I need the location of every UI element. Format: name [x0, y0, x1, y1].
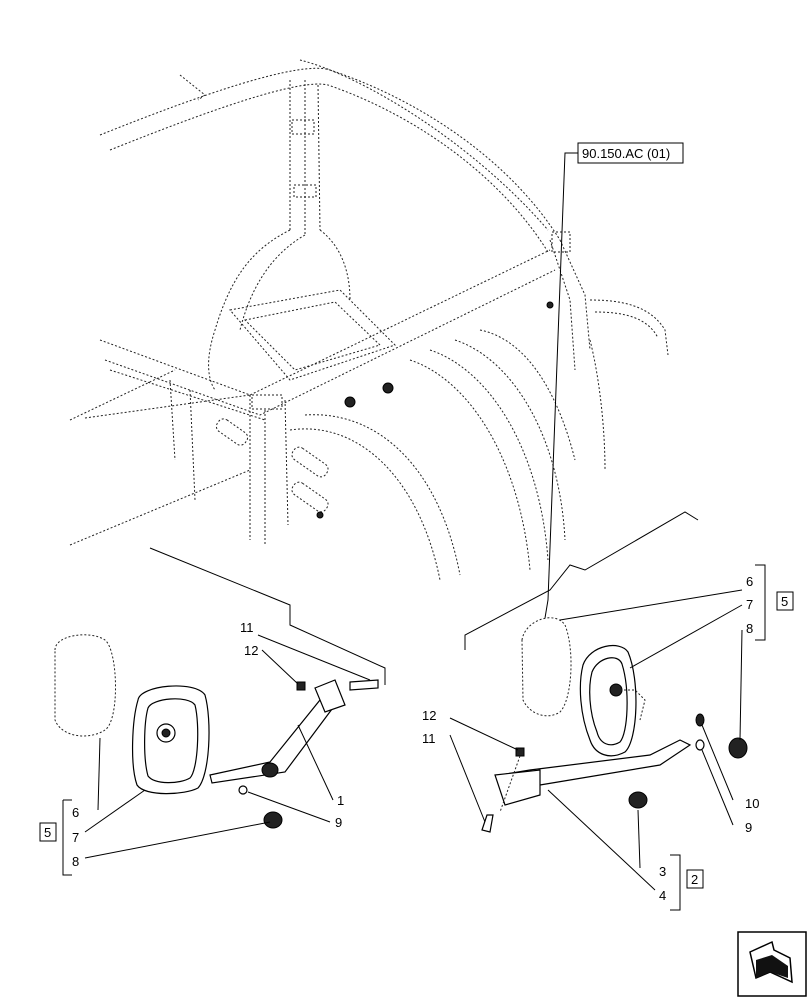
callout-7-right: 7	[746, 597, 753, 612]
right-bolt	[481, 814, 494, 833]
callout-5-right: 5	[781, 594, 788, 609]
callout-3: 3	[659, 864, 666, 879]
right-washer	[695, 739, 705, 751]
boxed-callouts: 5 5 2	[39, 591, 794, 889]
right-knob-3	[628, 791, 648, 809]
reference-box: 90.150.AC (01)	[577, 142, 684, 164]
callout-2: 2	[691, 872, 698, 887]
callout-5-left: 5	[44, 825, 51, 840]
callout-11-right: 11	[422, 731, 436, 746]
callout-8-left: 8	[72, 854, 79, 869]
callout-1: 1	[337, 793, 344, 808]
callout-8-right: 8	[746, 621, 753, 636]
break-lines	[149, 511, 699, 685]
callouts: 1 11 12 9 6 7 8 12 11 6 7 8 10 9 3 4	[72, 574, 759, 903]
leader-lines	[62, 152, 766, 911]
callout-9-right: 9	[745, 820, 752, 835]
cab-frame	[69, 59, 669, 581]
callout-7-left: 7	[72, 830, 79, 845]
left-mirror-glass	[54, 634, 116, 737]
callout-4: 4	[659, 888, 666, 903]
right-mirror-assembly	[481, 617, 748, 833]
callout-9-left: 9	[335, 815, 342, 830]
right-washer-10	[695, 713, 705, 727]
arrow-nav-icon[interactable]	[737, 931, 807, 997]
callout-6-right: 6	[746, 574, 753, 589]
callout-6-left: 6	[72, 805, 79, 820]
callout-10: 10	[745, 796, 759, 811]
left-knob	[263, 811, 283, 829]
right-knob-8	[728, 737, 748, 759]
right-mirror-glass	[521, 617, 572, 717]
left-washer	[238, 785, 248, 795]
callout-12-right: 12	[422, 708, 436, 723]
left-mirror-assembly	[54, 634, 379, 829]
reference-label: 90.150.AC (01)	[582, 146, 670, 161]
callout-11-left: 11	[240, 620, 254, 635]
callout-12-left: 12	[244, 643, 258, 658]
left-bolt	[349, 679, 379, 691]
left-nut	[296, 681, 306, 691]
